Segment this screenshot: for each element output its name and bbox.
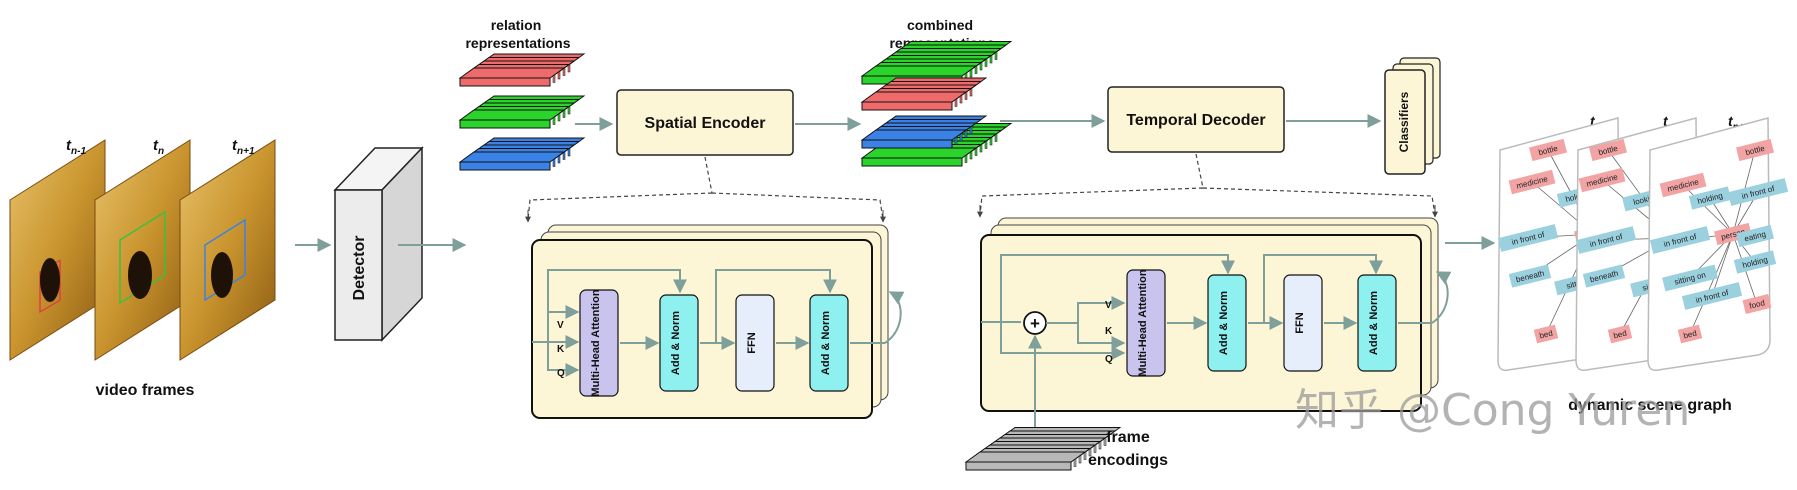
dec-ffn-block	[1283, 274, 1323, 372]
graph-node-beneath: beneath	[1508, 264, 1552, 288]
graph-node-holding: holding	[1688, 186, 1732, 210]
graph-node-bottle: bottle	[1736, 138, 1774, 162]
enc-addnorm-1-label: Add & Norm	[670, 311, 682, 375]
enc-k-label: K	[557, 344, 565, 355]
frame-encodings-stack	[964, 427, 1122, 471]
graph-node-eating: eating	[1736, 224, 1774, 248]
spatial-expand-lines	[527, 156, 884, 221]
graph-node-bed: bed	[1677, 324, 1703, 344]
relation-stack-green	[458, 95, 586, 129]
relation-label-1: relation	[491, 17, 542, 33]
dec-addnorm-1	[1207, 274, 1247, 372]
frame-label-next: tn+1	[232, 137, 255, 157]
dec-ffn-label: FFN	[1294, 312, 1306, 333]
enc-addnorm-1	[659, 294, 699, 392]
temporal-expand-lines	[979, 153, 1436, 216]
graph-node-label: food	[1748, 298, 1765, 311]
video-frames: tn-1 tn tn+1 video frames	[9, 137, 276, 399]
detector-label: Detector	[351, 236, 368, 301]
dec-addnorm-2	[1357, 274, 1397, 372]
graph-node-in-front-of: in front of	[1497, 224, 1559, 252]
graph-node-beneath: beneath	[1582, 264, 1626, 288]
spatial-encoder-detail: V K Q Multi-Head Attention Add & Norm FF…	[531, 224, 905, 419]
dec-v-label: V	[1105, 300, 1112, 311]
combined-stack-red	[860, 77, 988, 111]
frame-label-prev: tn-1	[66, 137, 86, 157]
dynamic-scene-graph-label: dynamic scene graph	[1568, 397, 1732, 414]
relation-stack-blue	[458, 137, 586, 171]
graph-node-medicine: medicine	[1659, 172, 1707, 198]
relation-label-2: representations	[465, 35, 570, 51]
dec-k-label: K	[1105, 326, 1113, 337]
graph-node-label: bed	[1539, 329, 1554, 341]
frame-label-cur: tn	[153, 137, 164, 157]
graph-node-bed: bed	[1533, 324, 1559, 344]
graph-node-food: food	[1742, 294, 1772, 314]
graph-node-in-front-of: in front of	[1727, 178, 1789, 206]
graph-node-bottle: bottle	[1529, 138, 1567, 162]
enc-addnorm-2-label: Add & Norm	[820, 311, 832, 375]
video-frames-label: video frames	[96, 382, 195, 399]
relation-representations: relation representations	[458, 17, 586, 171]
frame-prev	[9, 139, 106, 361]
combined-stack-blue	[860, 115, 988, 149]
dec-mha-label: Multi-Head Attention	[1137, 269, 1149, 376]
temporal-decoder-label: Temporal Decoder	[1126, 112, 1265, 129]
combined-stack-green-top	[860, 41, 1013, 85]
graph-node-in-front-of: in front of	[1575, 226, 1637, 254]
graph-edge	[1689, 233, 1734, 335]
graph-node-label: bed	[1683, 329, 1698, 341]
combined-representations: combined representations	[860, 17, 1013, 167]
classifiers-stack: Classifiers	[1384, 57, 1441, 175]
graph-node-label: bed	[1613, 329, 1628, 341]
graph-node-medicine: medicine	[1508, 169, 1556, 195]
enc-v-label: V	[557, 320, 564, 331]
spatial-encoder-box: Spatial Encoder	[616, 89, 794, 156]
graph-node-sitting-on: sitting on	[1662, 264, 1718, 292]
watermark: 知乎 @Cong Yuren	[1295, 385, 1690, 436]
dec-addnorm-1-label: Add & Norm	[1218, 291, 1230, 355]
frame-cur	[94, 139, 191, 361]
frame-next	[179, 139, 276, 361]
plus-sign: +	[1030, 314, 1040, 333]
frame-encodings: frame encodings	[964, 427, 1168, 471]
enc-ffn-block	[735, 294, 775, 392]
relation-stack-red	[458, 53, 586, 87]
frame-encodings-label-2: encodings	[1088, 452, 1168, 469]
graph-edge	[1682, 184, 1734, 235]
graph-node-in-front-of: in front of	[1649, 226, 1711, 254]
enc-q-label: Q	[557, 368, 565, 379]
enc-mha-block	[579, 289, 619, 397]
graph-node-bottle: bottle	[1589, 138, 1627, 162]
enc-mha-label: Multi-Head Attention	[590, 289, 602, 396]
enc-ffn-label: FFN	[746, 332, 758, 353]
graph-node-medicine: medicine	[1578, 167, 1626, 193]
combined-label-1: combined	[907, 17, 973, 33]
temporal-decoder-detail: + V K Q Multi-Head Attention Add & Norm …	[980, 217, 1452, 430]
temporal-decoder-box: Temporal Decoder	[1107, 86, 1285, 153]
graph-node-holding: holding	[1733, 250, 1777, 274]
dec-addnorm-2-label: Add & Norm	[1368, 291, 1380, 355]
graph-edge	[1711, 233, 1734, 297]
dec-q-label: Q	[1105, 354, 1113, 365]
enc-addnorm-2	[809, 294, 849, 392]
spatial-encoder-label: Spatial Encoder	[645, 115, 766, 132]
frame-encodings-label-1: frame	[1106, 429, 1150, 446]
graph-node-bed: bed	[1607, 324, 1633, 344]
graph-node-in-front-of: in front of	[1681, 282, 1743, 310]
classifiers-label: Classifiers	[1397, 91, 1411, 152]
dec-mha-block	[1126, 269, 1166, 377]
